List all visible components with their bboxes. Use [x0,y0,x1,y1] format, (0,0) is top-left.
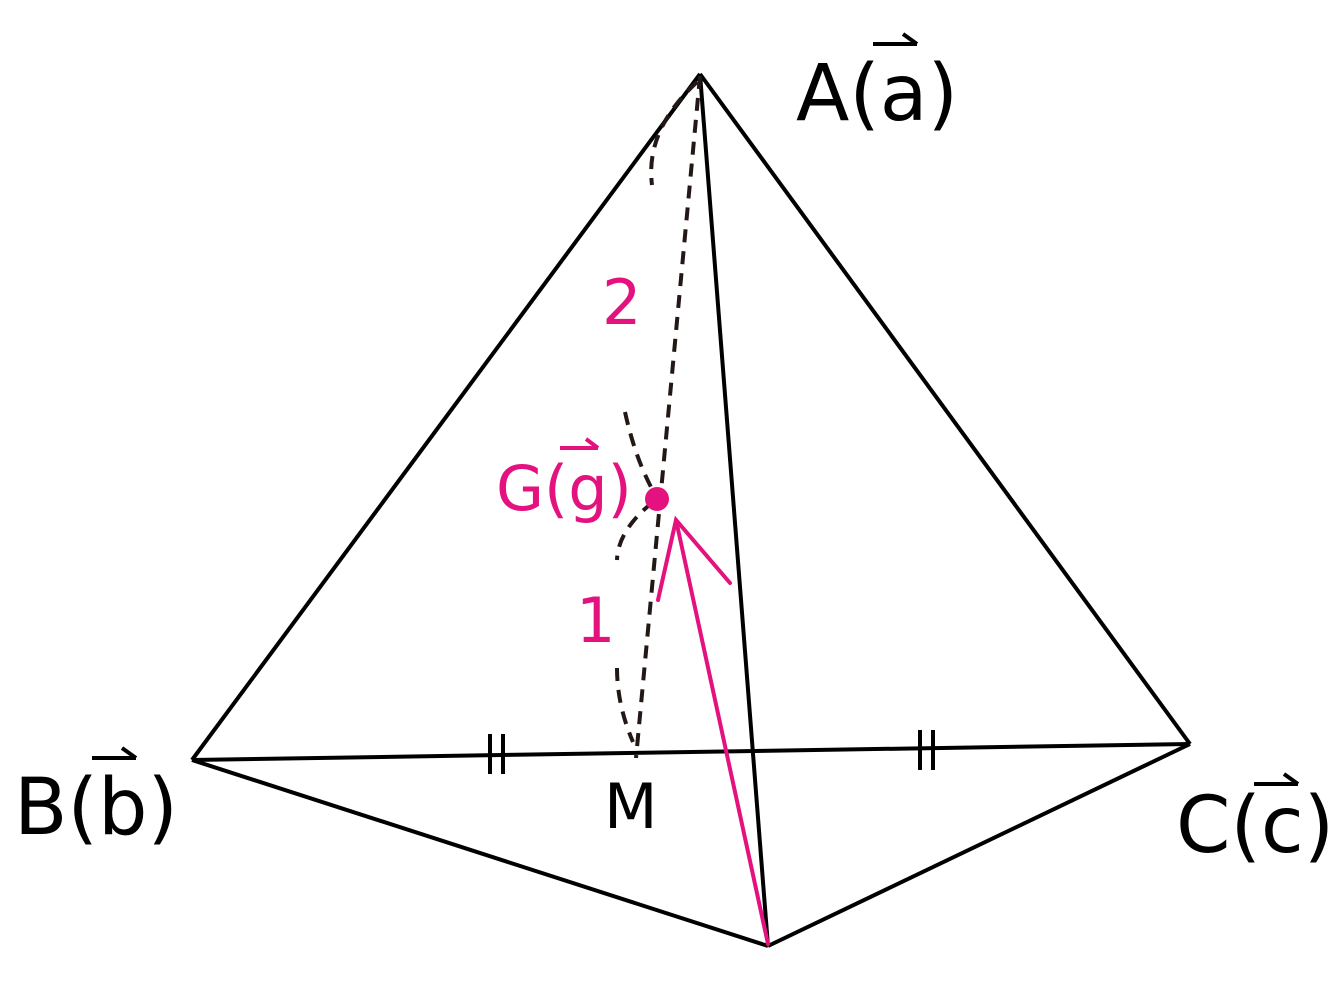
centroid-point [645,487,669,511]
label-c-text: C(c) [1176,781,1333,871]
ratio-label-upper: 2 [602,266,641,339]
brace-gm-bottom [615,667,635,743]
label-b: B(b) [14,746,178,853]
edge-c-o [767,742,1191,948]
label-a: A(a) [796,32,958,139]
label-c: C(c) [1176,772,1333,871]
edge-bc [191,742,1191,762]
label-g-text: G(g) [496,452,632,525]
label-b-text: B(b) [14,763,178,853]
ratio-label-lower: 1 [576,584,615,657]
tetrahedron-edges [190,72,1192,948]
edge-a-o [698,73,770,947]
vector-og-arrowhead [656,515,732,602]
vector-og [656,515,770,946]
edge-ab [190,72,702,762]
vector-og-shaft [674,518,770,946]
median-line [634,75,702,759]
edge-b-o [191,758,769,948]
median-dashed [615,75,702,759]
edge-ac [698,72,1192,746]
label-g: G(g) [496,437,632,525]
label-midpoint-m: M [604,770,658,843]
label-a-text: A(a) [796,49,958,139]
label-g-arrow-head [584,437,600,450]
label-a-arrow-head [901,32,919,46]
label-c-arrow-head [1282,772,1300,786]
brace-ag-bottom [623,411,658,498]
equal-tick-marks [488,730,935,774]
label-b-arrow-head [120,746,138,760]
brace-gm-top [615,500,655,561]
